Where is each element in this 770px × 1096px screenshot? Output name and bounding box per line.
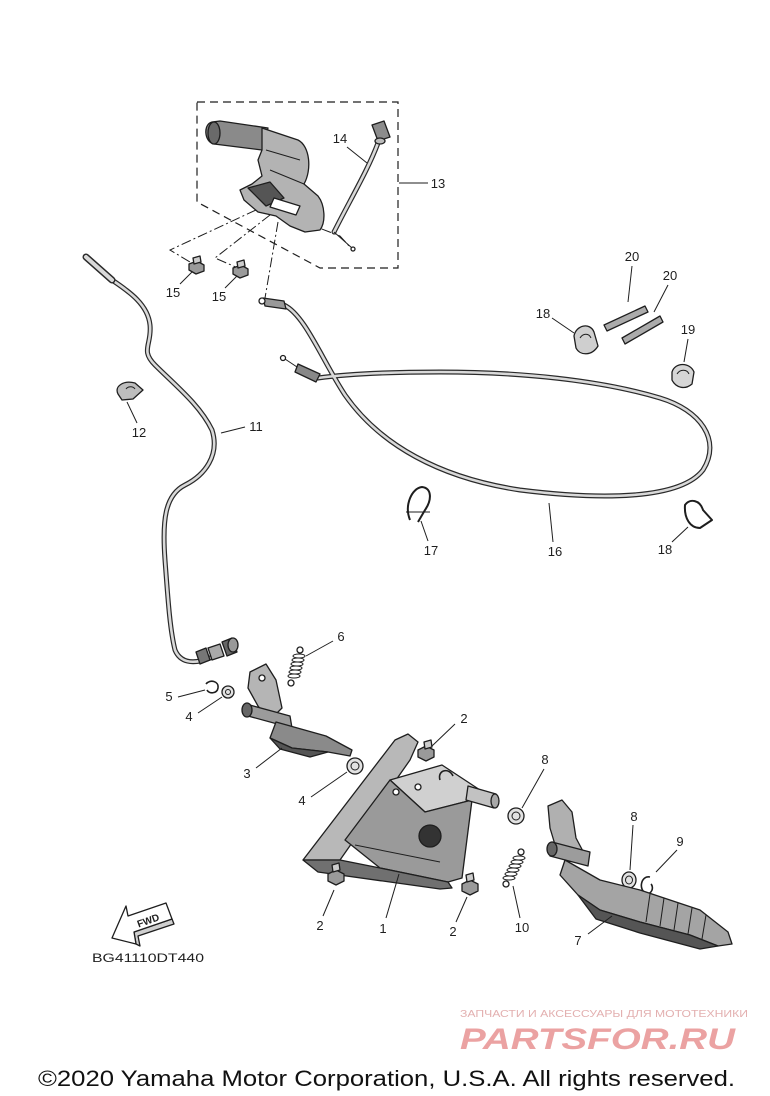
part-13-parking-brake-lever [205, 120, 325, 233]
callout-8-outer: 8 [630, 809, 637, 824]
callout-19: 19 [681, 322, 695, 337]
callout-18-upper: 18 [536, 306, 550, 321]
callout-20-lower: 20 [663, 268, 677, 283]
callout-2-bottom-left: 2 [316, 918, 323, 933]
part-17-cable-clip [406, 486, 431, 523]
callout-13: 13 [431, 176, 445, 191]
callout-3: 3 [243, 766, 250, 781]
part-10-return-spring [502, 848, 526, 888]
watermark-logo-text: PARTSFOR.RU [460, 1023, 737, 1056]
callout-15-right: 15 [212, 289, 226, 304]
callout-8-inner: 8 [541, 752, 548, 767]
callout-11: 11 [249, 419, 263, 434]
callout-4-right: 4 [298, 793, 305, 808]
part-4-washer-right [346, 757, 364, 775]
part-1-pivot-shaft [465, 785, 500, 809]
callout-5: 5 [165, 689, 172, 704]
part-14-lock-cable [331, 120, 391, 252]
part-16-parking-brake-cable [258, 297, 713, 499]
callout-6: 6 [337, 629, 344, 644]
callout-14: 14 [333, 131, 347, 146]
callout-18-lower: 18 [658, 542, 672, 557]
part-4-washer-left [221, 685, 235, 699]
forward-direction-arrow: FWD [111, 902, 175, 947]
part-2-bolt-bottom-left [327, 862, 345, 886]
part-15-bolt-left [188, 255, 205, 275]
part-6-return-spring [287, 646, 306, 687]
callout-4-left: 4 [185, 709, 192, 724]
callout-labels: 13 14 15 15 20 20 18 19 12 11 17 16 18 6… [132, 131, 695, 948]
part-12-cable-clamp [116, 381, 144, 401]
callout-12: 12 [132, 425, 146, 440]
watermark-tagline: ЗАПЧАСТИ И АКСЕССУАРЫ ДЛЯ МОТОТЕХНИКИ [460, 1008, 748, 1020]
callout-20-upper: 20 [625, 249, 639, 264]
part-5-circlip [205, 680, 219, 694]
part-19-cable-band [671, 363, 695, 389]
part-8-washer-inner [507, 807, 525, 825]
callout-16: 16 [548, 544, 562, 559]
callout-9: 9 [676, 834, 683, 849]
callout-1: 1 [379, 921, 386, 936]
part-15-bolt-right [232, 259, 249, 279]
part-20-pin-upper [603, 305, 649, 332]
callout-2-bottom-right: 2 [449, 924, 456, 939]
part-2-bolt-bottom-right [461, 872, 479, 896]
part-7-brake-pedal [546, 799, 733, 950]
part-11-brake-cable [82, 253, 239, 665]
part-1-brake-pedal-bracket [302, 733, 481, 890]
part-18-cable-guide-lower [683, 499, 713, 529]
callout-7: 7 [574, 933, 581, 948]
part-13-dashed-group-box [196, 101, 399, 269]
part-3-brake-arm [241, 663, 353, 758]
callout-17: 17 [424, 543, 438, 558]
part-20-pin-lower [621, 315, 664, 345]
leader-lines [126, 146, 689, 935]
part-2-bolt-top [417, 739, 435, 762]
copyright-notice: ©2020 Yamaha Motor Corporation, U.S.A. A… [38, 1066, 735, 1091]
watermark-logo: ЗАПЧАСТИ И АКСЕССУАРЫ ДЛЯ МОТОТЕХНИКИ PA… [460, 1008, 748, 1056]
drawing-code: BG41110DT440 [92, 951, 204, 965]
callout-15-left: 15 [166, 285, 180, 300]
callout-10: 10 [515, 920, 529, 935]
part-18-cable-guide-upper [573, 325, 599, 355]
callout-2-top: 2 [460, 711, 467, 726]
